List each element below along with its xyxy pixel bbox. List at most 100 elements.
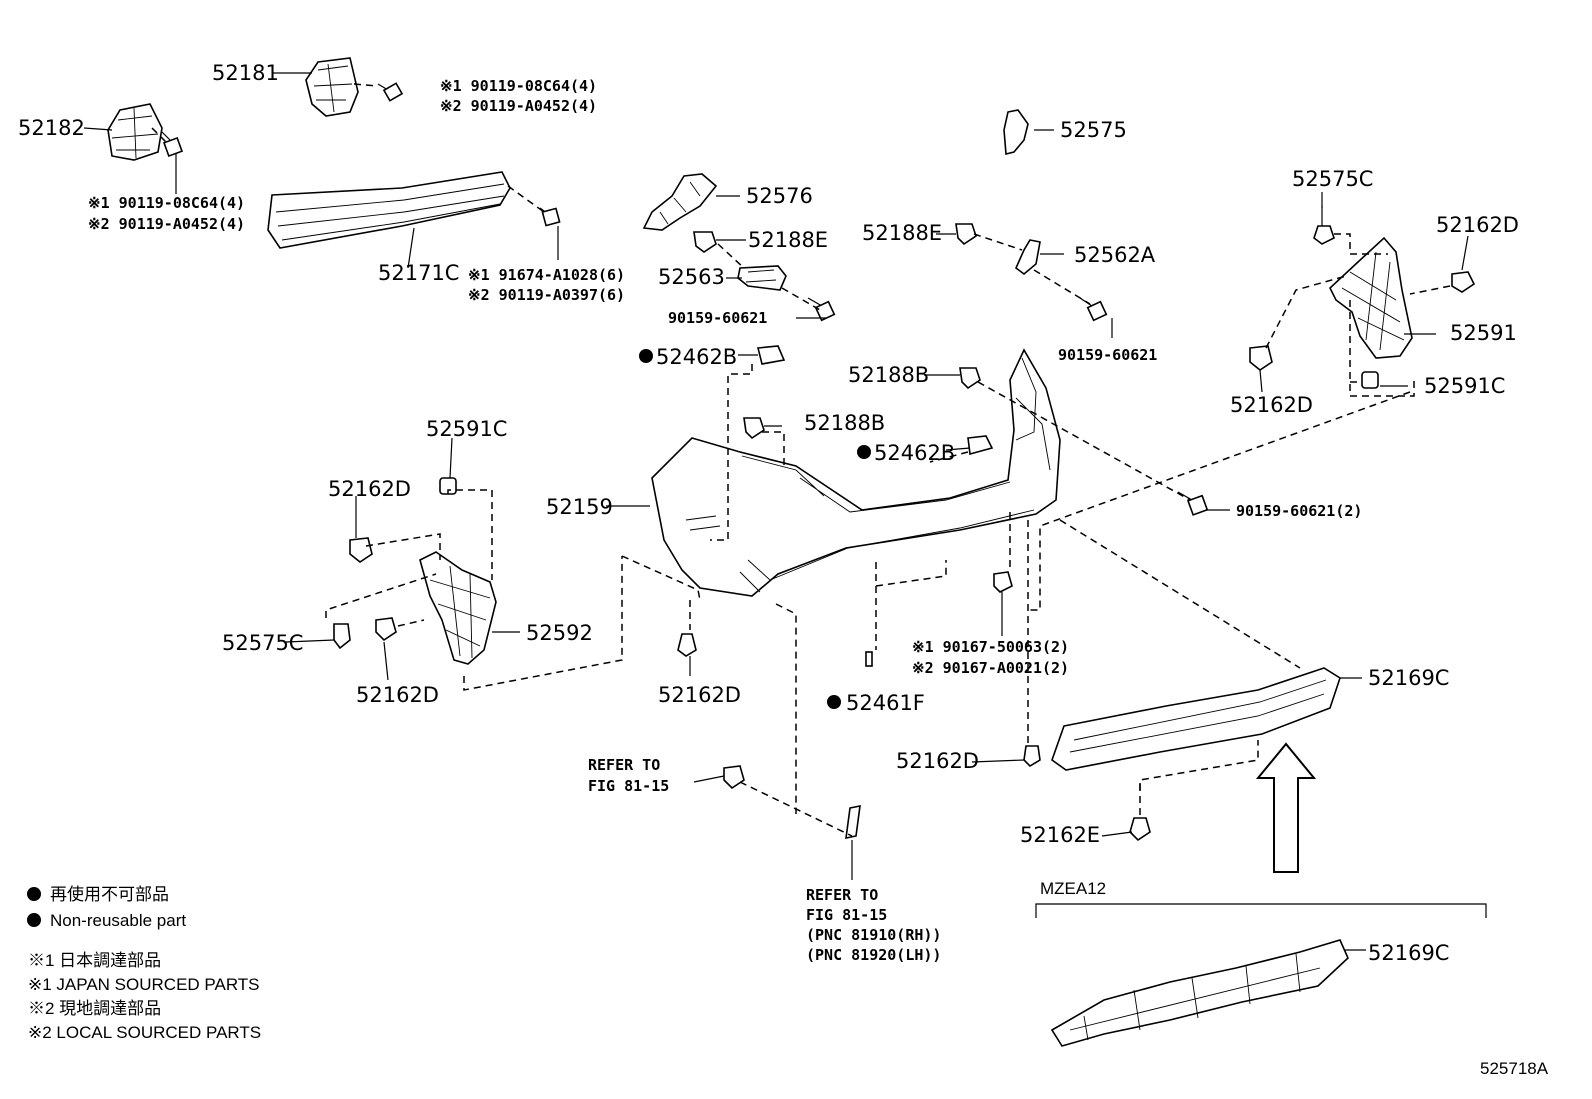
bracket-model-mzea12 — [1035, 903, 1487, 918]
label-52591C-right[interactable]: 52591C — [1424, 374, 1505, 398]
assembly-dashed-lines — [151, 83, 1451, 837]
bracket-52575[interactable] — [1003, 109, 1029, 156]
label-52563[interactable]: 52563 — [658, 265, 725, 289]
leader-lines — [83, 72, 1469, 951]
retainer-52592[interactable] — [419, 551, 497, 665]
label-52591C-left[interactable]: 52591C — [426, 417, 507, 441]
label-52575[interactable]: 52575 — [1060, 118, 1127, 142]
clip-52162D-bottomcenter[interactable] — [677, 633, 697, 657]
note-90167-1: ※1 90167-50063(2) — [912, 638, 1069, 656]
label-52159[interactable]: 52159 — [546, 495, 613, 519]
retainer-52576[interactable] — [642, 173, 718, 231]
refer-text-2b[interactable]: FIG 81-15 — [806, 906, 887, 924]
nut-52591C-right[interactable] — [1361, 371, 1379, 389]
clip-52162E[interactable] — [1129, 817, 1151, 842]
bracket-52181[interactable] — [305, 57, 359, 117]
label-52188B-top[interactable]: 52188B — [848, 363, 929, 387]
label-52162D-bottomcenter[interactable]: 52162D — [658, 683, 741, 707]
label-52461F[interactable]: 52461F — [846, 691, 925, 715]
label-52162E[interactable]: 52162E — [1020, 823, 1100, 847]
note-52182-2: ※2 90119-A0452(4) — [88, 215, 245, 233]
reinforcement-52171C[interactable] — [267, 171, 511, 249]
figure-id: 525718A — [1480, 1059, 1549, 1078]
note-52182-1: ※1 90119-08C64(4) — [88, 194, 245, 212]
label-52162D-rightlow[interactable]: 52162D — [1230, 393, 1313, 417]
label-52182[interactable]: 52182 — [18, 116, 85, 140]
bolt-52182[interactable] — [161, 131, 183, 157]
label-52162D-bottomleft[interactable]: 52162D — [356, 683, 439, 707]
garnish-52169C-mzea12[interactable] — [1050, 939, 1349, 1047]
legend-bullet-en — [27, 913, 41, 927]
legend: 再使用不可部品 Non-reusable part ※1 日本調達部品 ※1 J… — [27, 884, 261, 1042]
label-52162D-left[interactable]: 52162D — [328, 477, 411, 501]
note-90167-2: ※2 90167-A0021(2) — [912, 659, 1069, 677]
label-52162D-bottomright[interactable]: 52162D — [896, 749, 979, 773]
clip-52162D-bottomright[interactable] — [1023, 745, 1041, 768]
label-52188B-mid[interactable]: 52188B — [804, 411, 885, 435]
retainer-52591[interactable] — [1329, 236, 1413, 359]
bracket-52562A[interactable] — [1015, 239, 1041, 276]
label-52576[interactable]: 52576 — [746, 184, 813, 208]
direction-arrow-icon — [1255, 742, 1317, 873]
label-52171C[interactable]: 52171C — [378, 261, 459, 285]
rear-bumper-cover-52159[interactable] — [651, 348, 1061, 597]
nonreusable-marker-52462B-top — [639, 349, 653, 363]
label-52188E-right[interactable]: 52188E — [862, 221, 942, 245]
label-52462B-top[interactable]: 52462B — [656, 345, 737, 369]
clip-52461F[interactable] — [865, 651, 873, 667]
screw-90159-right[interactable] — [1079, 297, 1108, 322]
label-52188E-left[interactable]: 52188E — [748, 228, 828, 252]
nonreusable-marker-52461F — [827, 695, 841, 709]
label-52575C-left[interactable]: 52575C — [222, 631, 303, 655]
screw-90159-left[interactable] — [807, 297, 836, 322]
refer-text-2d: (PNC 81920(LH)) — [806, 946, 941, 964]
pad-52462B-top[interactable] — [756, 345, 786, 365]
label-52562A[interactable]: 52562A — [1074, 243, 1156, 267]
clip-52188E-left[interactable] — [693, 231, 717, 253]
note-52171C-2: ※2 90119-A0397(6) — [468, 286, 625, 304]
label-52181[interactable]: 52181 — [212, 61, 279, 85]
screw-90159-60621-2[interactable] — [1177, 491, 1209, 516]
bolt-52181[interactable] — [377, 82, 404, 102]
clip-52188B-top[interactable] — [959, 367, 981, 390]
reflector-refer-fig-81-15[interactable] — [845, 804, 861, 840]
legend-note2-en: ※2 LOCAL SOURCED PARTS — [28, 1023, 261, 1042]
clip-52162D-rightlow[interactable] — [1249, 345, 1273, 371]
note-52181-2: ※2 90119-A0452(4) — [440, 97, 597, 115]
legend-note1-en: ※1 JAPAN SOURCED PARTS — [28, 975, 260, 994]
refer-text-2a[interactable]: REFER TO — [806, 886, 878, 904]
label-90159-60621-2[interactable]: 90159-60621(2) — [1236, 502, 1362, 520]
screw-90167[interactable] — [993, 571, 1013, 593]
clip-refer-fig-81-15[interactable] — [723, 765, 745, 790]
clip-52575C-right[interactable] — [1313, 206, 1335, 245]
clip-52162D-left[interactable] — [349, 537, 373, 563]
clip-52575C-left[interactable] — [333, 623, 351, 650]
refer-text-2c: (PNC 81910(RH)) — [806, 926, 941, 944]
refer-text-1a[interactable]: REFER TO — [588, 756, 660, 774]
bracket-52182[interactable] — [107, 103, 163, 161]
bracket-52563[interactable] — [737, 265, 787, 291]
clip-52162D-topright[interactable] — [1451, 271, 1476, 293]
label-90159-right[interactable]: 90159-60621 — [1058, 346, 1157, 364]
clip-52162D-bottomleft[interactable] — [375, 617, 397, 642]
legend-note1-jp: ※1 日本調達部品 — [28, 951, 161, 970]
legend-bullet-jp — [27, 887, 41, 901]
label-52592[interactable]: 52592 — [526, 621, 593, 645]
label-52591[interactable]: 52591 — [1450, 321, 1517, 345]
legend-nonreusable-jp: 再使用不可部品 — [50, 884, 169, 904]
bolt-52171C[interactable] — [539, 207, 561, 227]
label-90159-left[interactable]: 90159-60621 — [668, 309, 767, 327]
label-52162D-topright[interactable]: 52162D — [1436, 213, 1519, 237]
pad-52462B-mid[interactable] — [967, 435, 994, 456]
clip-52188B-mid[interactable] — [743, 417, 765, 440]
label-52575C-right[interactable]: 52575C — [1292, 167, 1373, 191]
note-52181-1: ※1 90119-08C64(4) — [440, 77, 597, 95]
clip-52188E-right[interactable] — [955, 223, 977, 246]
legend-note2-jp: ※2 現地調達部品 — [28, 999, 161, 1018]
part-labels: 52181 52182 ※1 90119-08C64(4) ※2 90119-A… — [18, 61, 1549, 1078]
label-52169C-top[interactable]: 52169C — [1368, 666, 1449, 690]
label-52169C-bottom[interactable]: 52169C — [1368, 941, 1449, 965]
garnish-52169C[interactable] — [1051, 667, 1341, 771]
label-52462B-mid[interactable]: 52462B — [874, 441, 955, 465]
refer-text-1b[interactable]: FIG 81-15 — [588, 777, 669, 795]
